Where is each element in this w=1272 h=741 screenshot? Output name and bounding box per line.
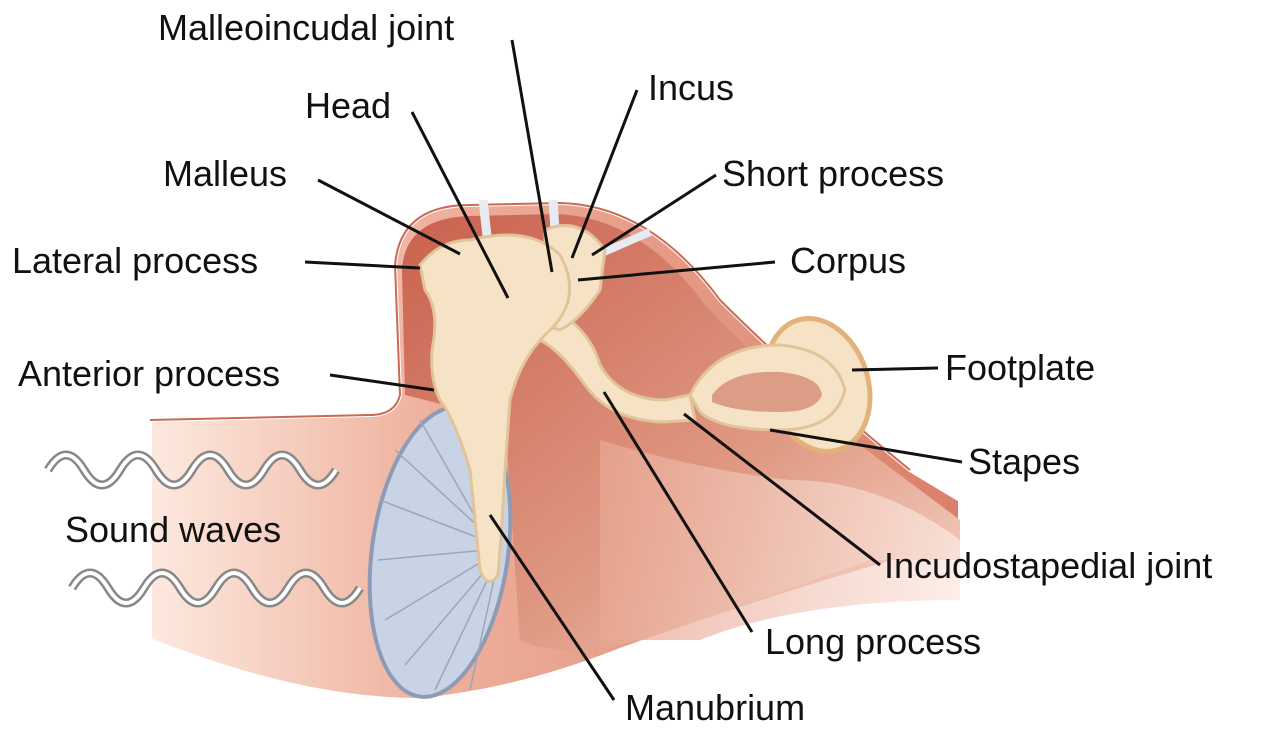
leader-lateral-process (304, 260, 421, 270)
leader-manubrium (488, 514, 616, 701)
leader-long-process (602, 391, 754, 633)
label-sound-waves: Sound waves (65, 509, 282, 550)
label-incudostapedial-joint: Incudostapedial joint (884, 545, 1213, 586)
leader-incus (570, 89, 639, 259)
leader-corpus (577, 260, 776, 282)
label-malleoincudal-joint: Malleoincudal joint (158, 7, 455, 48)
sound-wave-bottom (68, 568, 364, 608)
label-lateral-process: Lateral process (12, 240, 259, 281)
leader-short-process (591, 173, 717, 257)
sound-wave-top (44, 450, 340, 490)
leader-lines (304, 39, 963, 701)
leader-stapes (769, 428, 963, 464)
leader-incudostapedial-joint (683, 412, 881, 567)
leader-head (410, 111, 510, 299)
leader-anterior-process (329, 373, 435, 392)
label-manubrium: Manubrium (625, 687, 806, 728)
leader-malleus (317, 178, 461, 256)
label-incus: Incus (648, 67, 735, 108)
label-stapes: Stapes (968, 441, 1081, 482)
ossicle-chain (418, 224, 873, 583)
leader-footplate (851, 366, 939, 372)
label-anterior-process: Anterior process (18, 353, 281, 394)
label-short-process: Short process (722, 153, 945, 194)
leader-malleoincudal-joint (510, 39, 554, 273)
label-malleus: Malleus (163, 153, 288, 194)
label-corpus: Corpus (790, 240, 907, 281)
label-head: Head (305, 85, 392, 126)
label-long-process: Long process (765, 621, 982, 662)
label-footplate: Footplate (945, 347, 1096, 388)
